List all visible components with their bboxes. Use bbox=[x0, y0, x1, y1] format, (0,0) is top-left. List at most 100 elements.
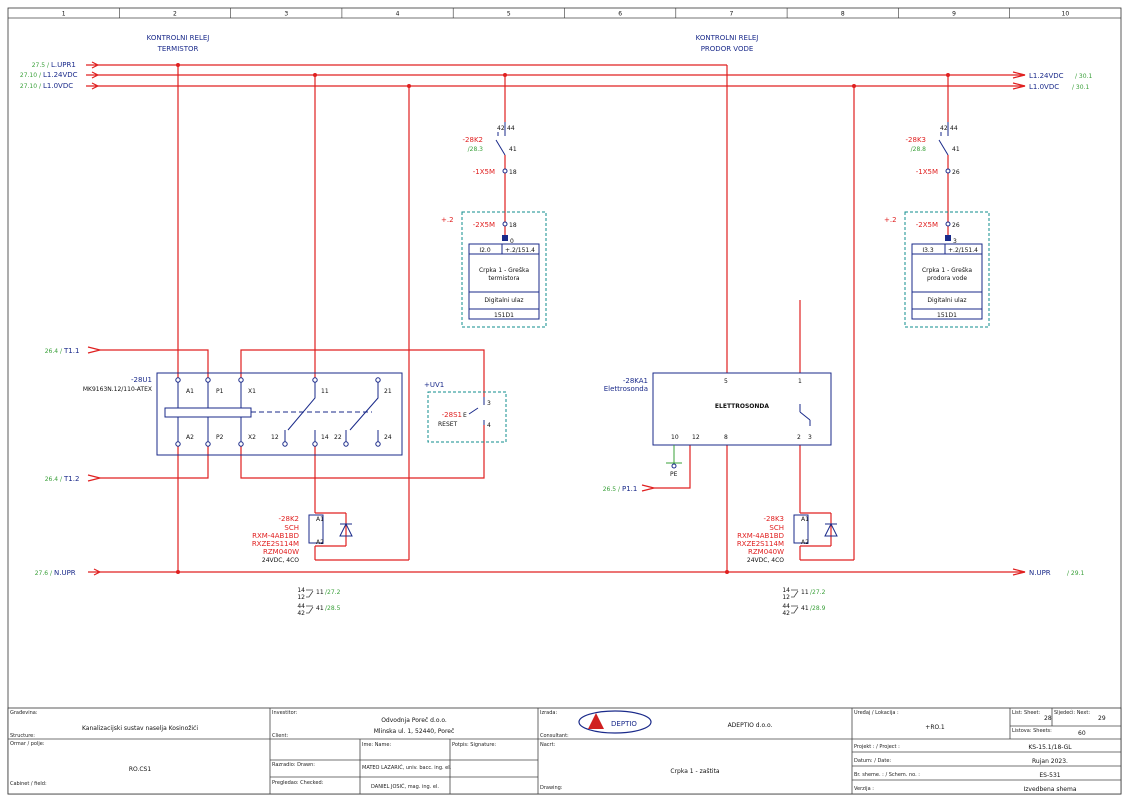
io-module-right: +.2 -2X5M 26 3 I3.3 +.2/151.4 Crpka 1 - … bbox=[884, 211, 990, 328]
svg-text:Izrada:: Izrada: bbox=[540, 710, 557, 716]
svg-text:X1: X1 bbox=[248, 388, 256, 395]
svg-text:L1.24VDC: L1.24VDC bbox=[43, 71, 78, 79]
heading-right-1: KONTROLNI RELEJ bbox=[696, 34, 759, 42]
svg-text:+.2/151.4: +.2/151.4 bbox=[948, 247, 978, 254]
grid-column-label: 5 bbox=[507, 11, 511, 18]
svg-text:A1: A1 bbox=[186, 388, 194, 395]
wires-right bbox=[654, 65, 949, 572]
svg-text:26.4 /: 26.4 / bbox=[45, 348, 63, 355]
svg-text:24: 24 bbox=[384, 434, 392, 441]
svg-text:Cabinet / field:: Cabinet / field: bbox=[10, 781, 47, 787]
svg-text:-2X5M: -2X5M bbox=[473, 221, 495, 229]
elettrosonda-28ka1: -28KA1 Elettrosonda ELETTROSONDA 5 1 10 … bbox=[604, 372, 832, 478]
svg-text:+RO.1: +RO.1 bbox=[925, 724, 945, 731]
coil-28k2-xref: 14 12 11 /27.2 44 42 41 /28.5 bbox=[297, 587, 340, 617]
relay-28u1: -28U1 MK9163N.12/110-ATEX A1 P1 X1 11 21… bbox=[83, 372, 403, 456]
svg-text:SCH: SCH bbox=[769, 524, 784, 532]
svg-text:Pregledao: Checked:: Pregledao: Checked: bbox=[272, 780, 324, 786]
svg-text:P1: P1 bbox=[216, 388, 224, 395]
svg-text:P1.1: P1.1 bbox=[622, 485, 637, 493]
svg-text:151D1: 151D1 bbox=[494, 312, 514, 319]
svg-text:RXM-4AB1BD: RXM-4AB1BD bbox=[252, 532, 299, 540]
svg-text:29: 29 bbox=[1098, 715, 1106, 722]
svg-text:14: 14 bbox=[297, 587, 305, 594]
svg-text:11: 11 bbox=[316, 589, 324, 596]
grid-column-label: 1 bbox=[62, 11, 66, 18]
svg-text:RXZE2S114M: RXZE2S114M bbox=[737, 540, 784, 548]
svg-text:termistora: termistora bbox=[488, 275, 520, 282]
coil-28k3: A1 A2 -28K3 SCH RXM-4AB1BD RXZE2S114M RZ… bbox=[737, 514, 838, 564]
svg-text:11: 11 bbox=[321, 388, 329, 395]
svg-text:Građevina:: Građevina: bbox=[10, 710, 38, 716]
svg-text:-28K3: -28K3 bbox=[906, 136, 926, 144]
svg-text:SCH: SCH bbox=[284, 524, 299, 532]
junctions bbox=[176, 63, 950, 574]
svg-text:-1X5M: -1X5M bbox=[916, 168, 938, 176]
svg-text:8: 8 bbox=[724, 434, 728, 441]
svg-text:2: 2 bbox=[797, 434, 801, 441]
svg-text:42: 42 bbox=[940, 125, 948, 132]
svg-text:12: 12 bbox=[271, 434, 279, 441]
svg-text:Datum: / Date:: Datum: / Date: bbox=[854, 758, 891, 764]
svg-text:Rujan 2023.: Rujan 2023. bbox=[1032, 758, 1068, 765]
svg-text:14: 14 bbox=[321, 434, 329, 441]
svg-text:Uređaj / Lokacija :: Uređaj / Lokacija : bbox=[854, 710, 899, 716]
svg-text:N.UPR: N.UPR bbox=[54, 569, 76, 577]
label-t11: 26.4 / T1.1 bbox=[45, 346, 101, 355]
grid-column-label: 3 bbox=[284, 11, 288, 18]
svg-text:Potpis: Signature:: Potpis: Signature: bbox=[452, 742, 496, 748]
svg-text:27.10 /: 27.10 / bbox=[20, 83, 42, 90]
svg-text:+.2/151.4: +.2/151.4 bbox=[505, 247, 535, 254]
grid-column-label: 2 bbox=[173, 11, 177, 18]
svg-text:-2X5M: -2X5M bbox=[916, 221, 938, 229]
contact-28k3: -28K3 /28.8 42 44 41 -1X5M 26 bbox=[906, 122, 960, 176]
svg-text:Crpka 1 - Greška: Crpka 1 - Greška bbox=[479, 267, 529, 274]
svg-text:T1.1: T1.1 bbox=[63, 347, 79, 355]
svg-text:L1.0VDC: L1.0VDC bbox=[1029, 83, 1059, 91]
svg-text:T1.2: T1.2 bbox=[63, 475, 79, 483]
svg-text:A2: A2 bbox=[801, 539, 809, 546]
svg-text:RZM040W: RZM040W bbox=[263, 548, 299, 556]
reset-button-28s1: +UV1 -28S1 E RESET 3 4 bbox=[424, 381, 507, 443]
svg-text:18: 18 bbox=[509, 169, 517, 176]
rail-upr: 27.5 / L.UPR1 bbox=[32, 61, 727, 69]
svg-text:DEPTIO: DEPTIO bbox=[611, 720, 637, 728]
svg-text:A2: A2 bbox=[316, 539, 324, 546]
svg-text:Drawing:: Drawing: bbox=[540, 785, 563, 791]
svg-text:/27.2: /27.2 bbox=[810, 589, 826, 596]
svg-text:L1.24VDC: L1.24VDC bbox=[1029, 72, 1064, 80]
svg-text:PE: PE bbox=[670, 471, 678, 478]
coil-28k3-xref: 14 12 11 /27.2 44 42 41 /28.9 bbox=[782, 587, 825, 617]
svg-text:5: 5 bbox=[724, 378, 728, 385]
svg-text:-1X5M: -1X5M bbox=[473, 168, 495, 176]
svg-text:N.UPR: N.UPR bbox=[1029, 569, 1051, 577]
svg-text:42: 42 bbox=[497, 125, 505, 132]
svg-text:Listova: Sheets:: Listova: Sheets: bbox=[1012, 728, 1052, 734]
svg-text:151D1: 151D1 bbox=[937, 312, 957, 319]
svg-text:Sljedeći: Next:: Sljedeći: Next: bbox=[1054, 709, 1090, 716]
svg-text:/28.8: /28.8 bbox=[911, 146, 927, 153]
svg-text:27.10 /: 27.10 / bbox=[20, 72, 42, 79]
svg-text:Ormar / polje:: Ormar / polje: bbox=[10, 741, 45, 747]
svg-text:Client:: Client: bbox=[272, 733, 288, 739]
svg-text:10: 10 bbox=[671, 434, 679, 441]
svg-text:Projekt : / Project :: Projekt : / Project : bbox=[854, 744, 900, 750]
svg-text:-28K3: -28K3 bbox=[764, 515, 784, 523]
svg-text:-28S1: -28S1 bbox=[442, 411, 462, 419]
svg-text:Br. sheme. : / Schem. no. :: Br. sheme. : / Schem. no. : bbox=[854, 772, 920, 778]
svg-text:Nacrt:: Nacrt: bbox=[540, 742, 556, 748]
rail-nupr: 27.6 / N.UPR N.UPR / 29.1 bbox=[35, 568, 1084, 577]
grid-column-label: 9 bbox=[952, 11, 956, 18]
grid-column-label: 6 bbox=[618, 11, 622, 18]
grid-column-label: 7 bbox=[730, 11, 734, 18]
svg-text:3: 3 bbox=[487, 400, 491, 407]
svg-text:26.5 /: 26.5 / bbox=[603, 486, 621, 493]
label-t12: 26.4 / T1.2 bbox=[45, 474, 101, 483]
svg-text:28: 28 bbox=[1044, 715, 1052, 722]
svg-text:A1: A1 bbox=[801, 516, 809, 523]
svg-text:44: 44 bbox=[507, 125, 515, 132]
svg-text:26: 26 bbox=[952, 222, 960, 229]
svg-text:12: 12 bbox=[297, 594, 305, 601]
svg-text:P2: P2 bbox=[216, 434, 224, 441]
svg-text:14: 14 bbox=[782, 587, 790, 594]
